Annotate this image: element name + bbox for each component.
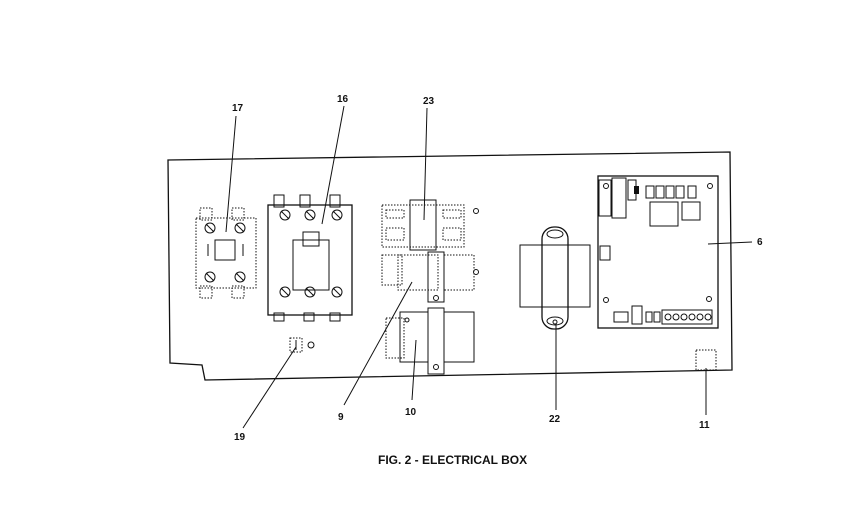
leader-lines xyxy=(225,105,753,429)
circuit-board-6 xyxy=(597,175,719,329)
contactor-16 xyxy=(267,194,353,322)
contactor-17 xyxy=(195,207,257,299)
callout-19: 19 xyxy=(234,432,246,443)
transformer-22 xyxy=(519,226,591,330)
callout-23: 23 xyxy=(423,96,435,107)
callout-22: 22 xyxy=(549,414,561,425)
fuse-19 xyxy=(289,337,315,353)
transformer-9 xyxy=(381,251,479,303)
relay-23 xyxy=(381,199,479,251)
electrical-box-panel xyxy=(167,151,733,381)
callout-9: 9 xyxy=(338,412,344,423)
callout-10: 10 xyxy=(405,407,417,418)
callout-6: 6 xyxy=(757,237,763,248)
component-11 xyxy=(695,349,717,371)
figure-caption: FIG. 2 - ELECTRICAL BOX xyxy=(378,453,527,467)
transformer-10 xyxy=(385,307,475,375)
callout-16: 16 xyxy=(337,94,349,105)
callout-17: 17 xyxy=(232,103,244,114)
callout-11: 11 xyxy=(699,420,710,431)
